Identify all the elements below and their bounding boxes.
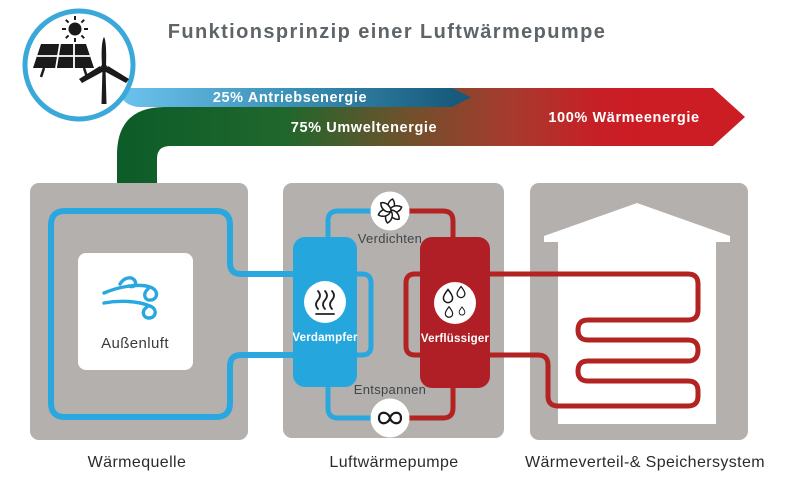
compressor-line-blue — [325, 208, 371, 242]
drive-band-label: 25% Antriebsenergie — [213, 90, 367, 106]
page-title: Funktionsprinzip einer Luftwärmepumpe — [168, 21, 607, 43]
condenser-bracket-pipe — [403, 271, 420, 358]
storage-label: Wärmeverteil-& Speichersystem — [525, 454, 765, 471]
compressor-label: Verdichten — [358, 231, 422, 246]
outside-air-card — [78, 253, 193, 370]
valve-icon — [377, 411, 403, 425]
radiator-coil-pipe — [490, 271, 701, 409]
expansion-label: Entspannen — [354, 382, 426, 397]
condenser-badge — [434, 282, 476, 324]
solar-panel-icon — [33, 43, 94, 78]
expansion-line-red — [409, 385, 456, 421]
evaporator-label: Verdampfer — [292, 332, 358, 344]
sun-icon — [62, 16, 88, 42]
source-emblem — [22, 8, 136, 122]
heat-source-label: Wärmequelle — [88, 454, 187, 471]
evaporator-badge — [304, 281, 346, 323]
outside-air-label: Außenluft — [101, 335, 169, 352]
heat-pump-label: Luftwärmepumpe — [329, 454, 458, 471]
compressor-line-red — [409, 208, 456, 242]
evaporator-bracket-pipe — [357, 271, 374, 358]
energy-band-drive — [118, 88, 471, 107]
energy-band-environment-heat — [117, 88, 745, 192]
environment-band-label: 75% Umweltenergie — [291, 120, 437, 136]
house-icon — [544, 203, 730, 424]
wind-turbine-icon — [79, 37, 129, 104]
expansion-line-blue — [325, 384, 371, 421]
condenser-label: Verflüssiger — [421, 333, 490, 345]
wind-icon — [102, 276, 159, 320]
steam-icon — [315, 290, 335, 315]
air-loop-pipe — [48, 208, 293, 420]
heat-band-label: 100% Wärmeenergie — [548, 110, 699, 126]
